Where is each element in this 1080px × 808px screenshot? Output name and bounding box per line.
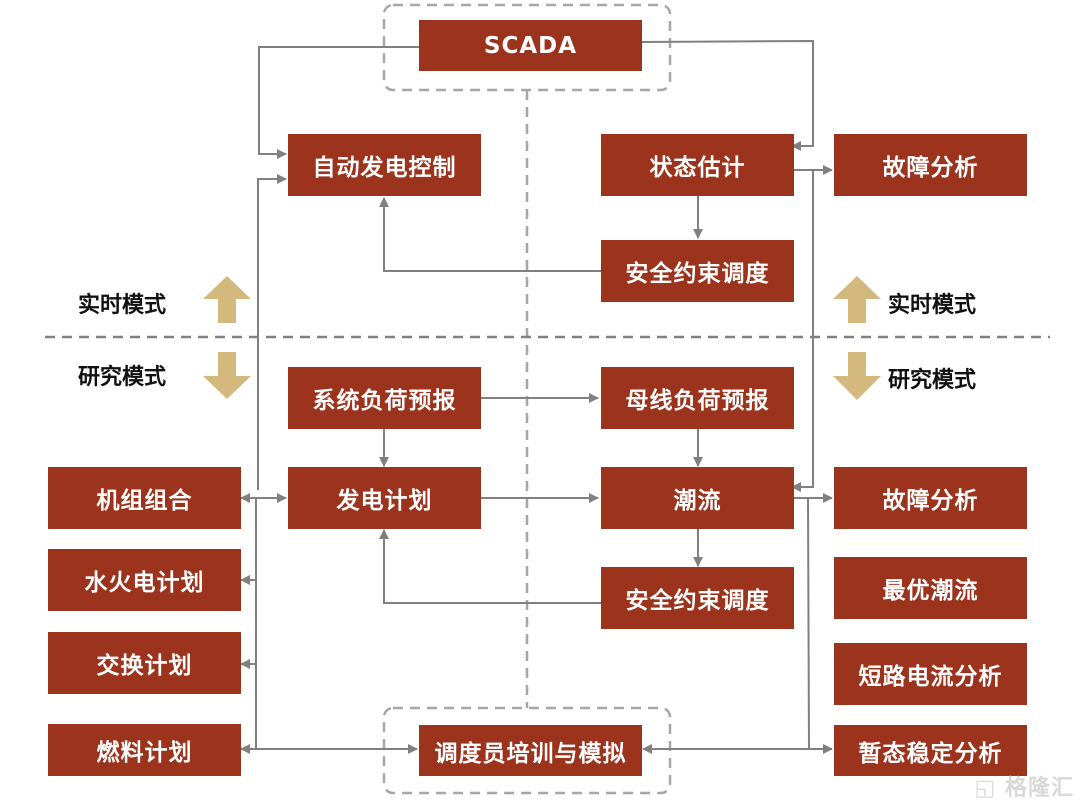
- right-trunk-line: [791, 170, 814, 492]
- exchange-plan-box: 交换计划: [48, 632, 241, 694]
- power-flow-box: 潮流: [601, 467, 794, 529]
- agc-box: 自动发电控制: [288, 134, 481, 196]
- right-lower-trunk: [807, 497, 810, 750]
- generation-plan-box: 发电计划: [288, 467, 481, 529]
- study-down-arrow-right: [833, 352, 881, 400]
- transient-stability-box: 暂态稳定分析: [834, 725, 1027, 776]
- realtime-up-arrow-left: [203, 276, 251, 323]
- realtime-up-arrow-right: [833, 276, 881, 323]
- study-fault-analysis-box: 故障分析: [834, 467, 1027, 529]
- study-security-dispatch-box: 安全约束调度: [601, 567, 794, 629]
- system-load-forecast-box: 系统负荷预报: [288, 367, 481, 429]
- dispatcher-training-box: 调度员培训与模拟: [419, 725, 642, 776]
- arrow-security2-to-genplan: [379, 529, 601, 604]
- short-circuit-analysis-box: 短路电流分析: [834, 643, 1027, 705]
- study-mode-label-right: 研究模式: [888, 368, 977, 393]
- optimal-power-flow-box: 最优潮流: [834, 557, 1027, 619]
- watermark-icon: ◱: [974, 776, 997, 801]
- arrow-scada-to-agc: [258, 46, 419, 159]
- study-down-arrow-left: [203, 352, 251, 399]
- watermark-text: 格隆汇: [1004, 776, 1074, 801]
- arrow-security-to-agc: [379, 197, 601, 272]
- watermark-logo: ◱ 格隆汇: [975, 770, 1074, 802]
- realtime-security-dispatch-box: 安全约束调度: [601, 240, 794, 302]
- realtime-mode-label-left: 实时模式: [78, 293, 167, 318]
- realtime-mode-label-right: 实时模式: [888, 293, 977, 318]
- hydro-thermal-plan-box: 水火电计划: [48, 549, 241, 611]
- arrow-trunk-to-agc: [257, 174, 287, 490]
- training-group-dashed-frame: [382, 706, 672, 795]
- fuel-plan-box: 燃料计划: [48, 724, 241, 776]
- bus-load-forecast-box: 母线负荷预报: [601, 367, 794, 429]
- study-mode-label-left: 研究模式: [78, 365, 167, 390]
- realtime-fault-analysis-box: 故障分析: [834, 134, 1027, 196]
- unit-commitment-box: 机组组合: [48, 467, 241, 529]
- scada-box: SCADA: [419, 20, 642, 71]
- state-estimation-box: 状态估计: [601, 134, 794, 196]
- arrow-scada-to-state-estimation: [641, 39, 814, 151]
